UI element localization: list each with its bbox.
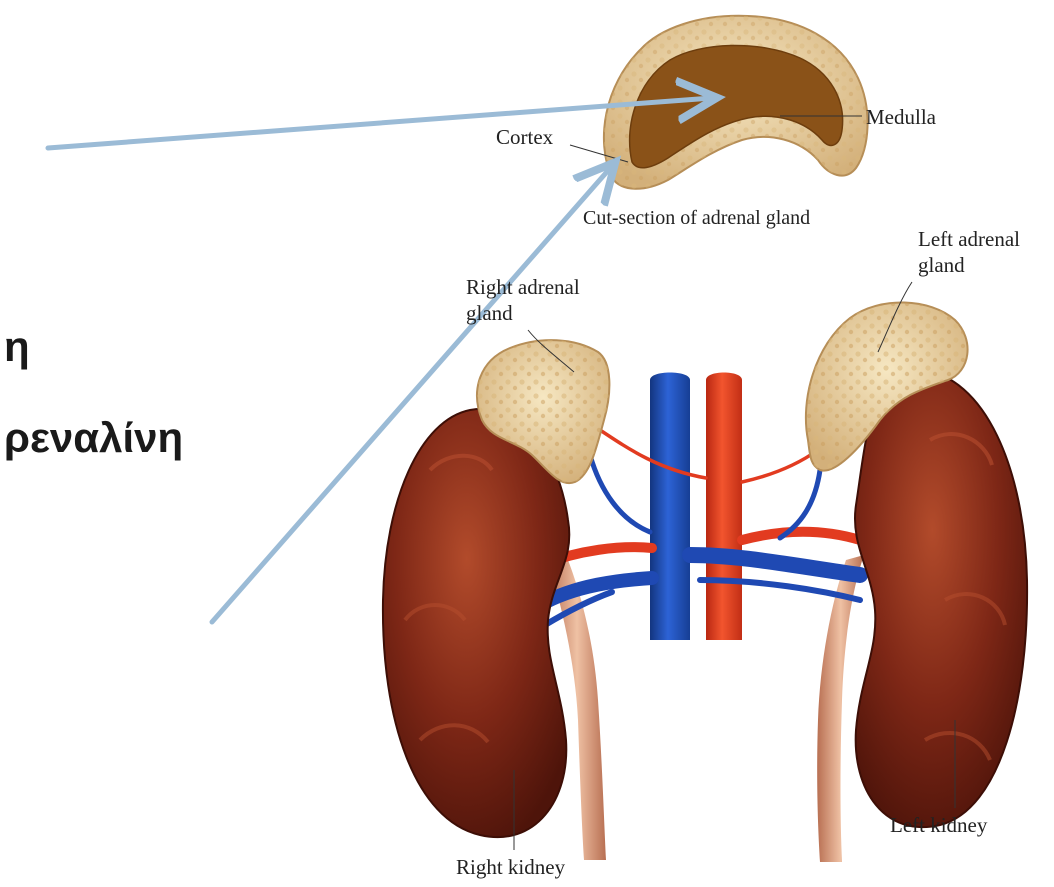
left-kidney [855, 370, 1027, 827]
great-vessels [650, 373, 742, 641]
slide-text-line1: η [4, 323, 30, 370]
label-left-kidney: Left kidney [890, 813, 988, 837]
label-cortex: Cortex [496, 125, 554, 149]
label-right-kidney: Right kidney [456, 855, 566, 879]
label-cut-section: Cut-section of adrenal gland [583, 207, 810, 229]
label-left-adrenal-line2: gland [918, 253, 965, 277]
right-kidney [383, 409, 569, 837]
inferior-vena-cava [650, 373, 690, 641]
label-left-adrenal-line1: Left adrenal [918, 227, 1020, 251]
label-right-adrenal-line2: gland [466, 301, 513, 325]
slide-text-line2: ρεναλίνη [4, 414, 183, 461]
label-medulla: Medulla [866, 105, 937, 129]
label-right-adrenal-line1: Right adrenal [466, 275, 580, 299]
aorta [706, 373, 742, 641]
